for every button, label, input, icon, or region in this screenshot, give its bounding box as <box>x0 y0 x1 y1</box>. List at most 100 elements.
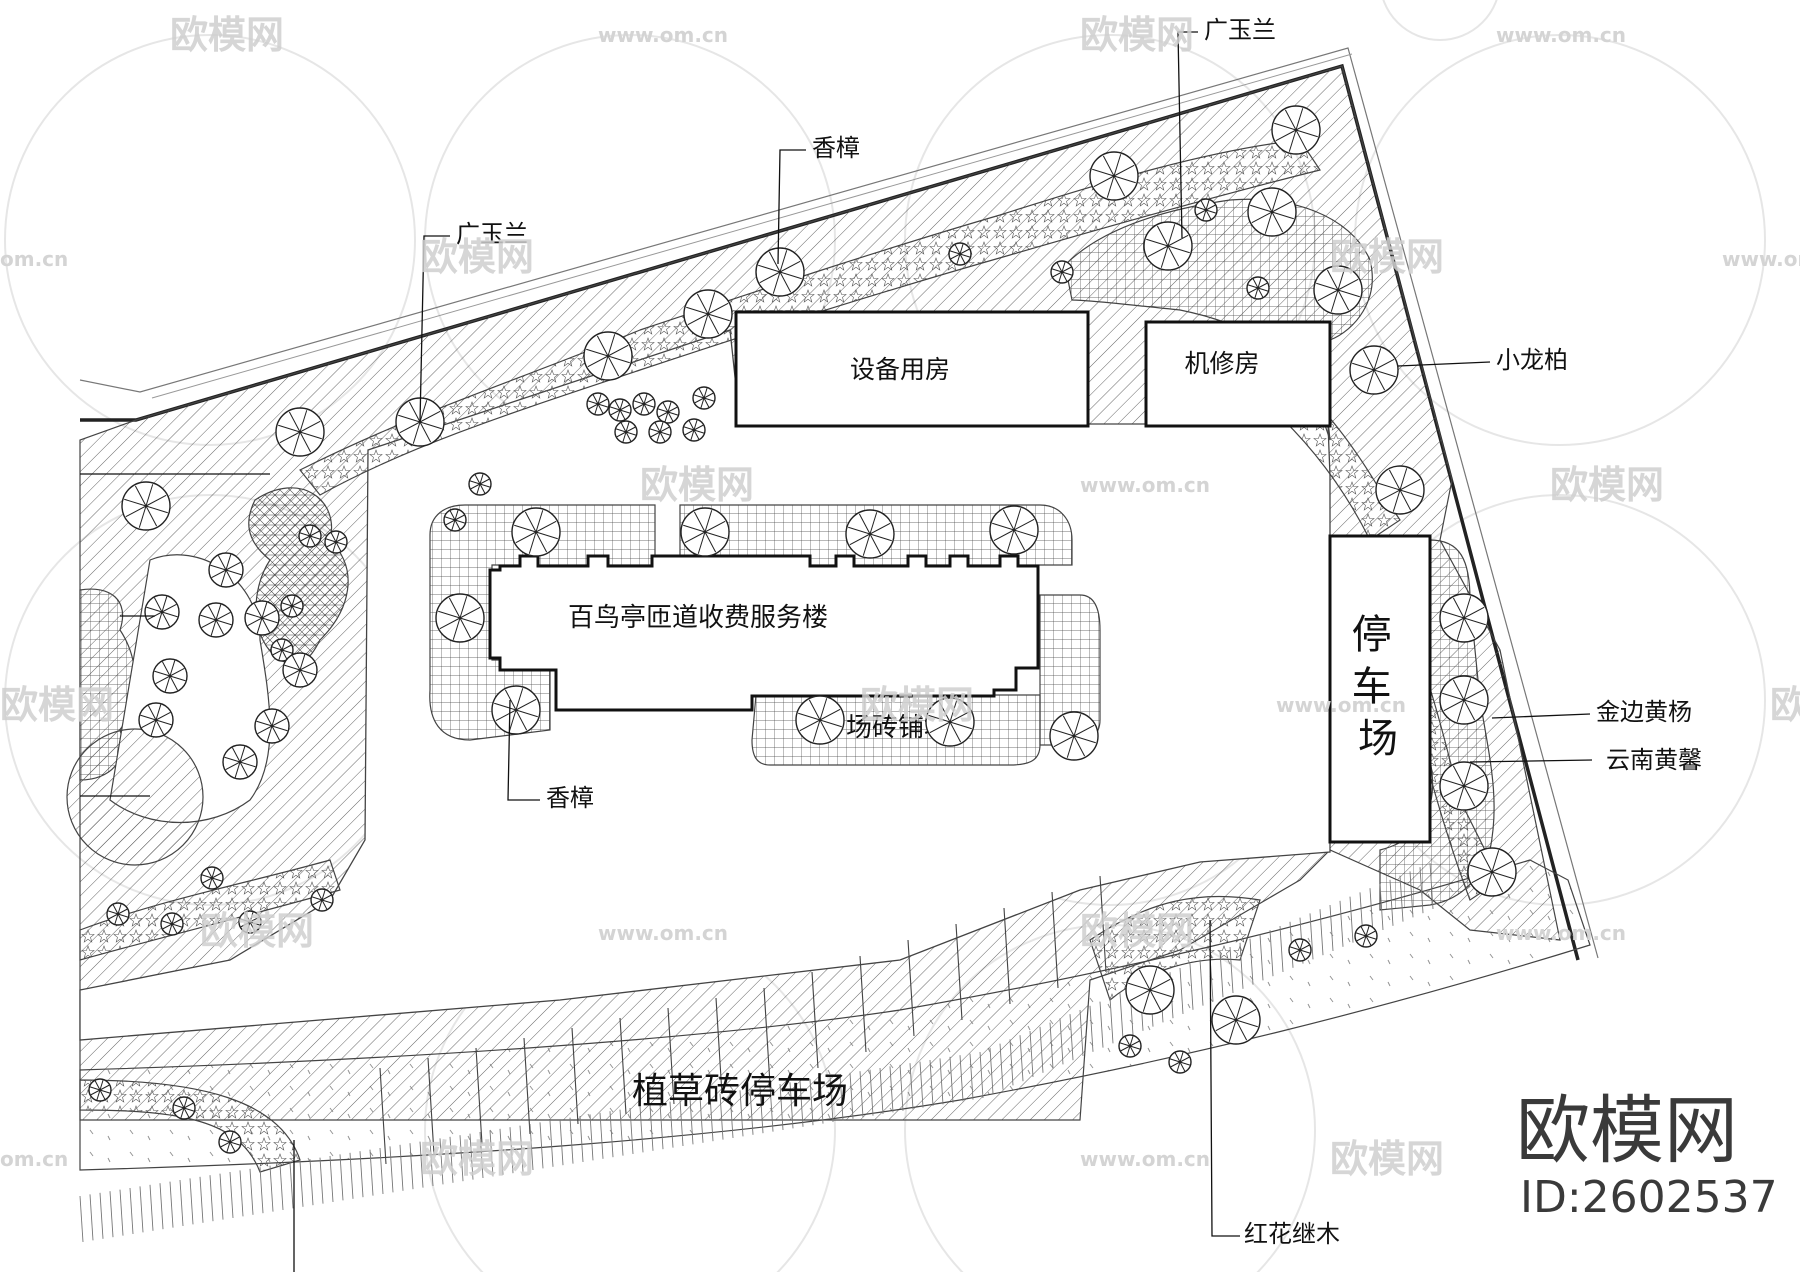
curb-tick <box>499 1128 504 1175</box>
tree-small <box>608 398 632 422</box>
curb-tick <box>619 1109 624 1156</box>
curb-tick <box>1109 997 1114 1044</box>
curb-tick <box>1429 862 1434 910</box>
watermark-sites: www.om.cn www.om.cn om.cn www.om.cn www.… <box>0 23 1800 1171</box>
tree-large <box>1247 187 1297 237</box>
curb-tick <box>719 1093 724 1140</box>
curb-tick <box>759 1087 764 1134</box>
tree-small <box>1288 938 1312 962</box>
curb-tick <box>1379 883 1384 931</box>
tree-small <box>648 420 672 444</box>
tree-small <box>656 400 680 424</box>
tree-small <box>682 418 706 442</box>
tree-symbols <box>88 105 1517 1154</box>
tree-garden <box>208 552 244 588</box>
tree-large <box>1125 965 1175 1015</box>
curb-tick <box>1349 896 1354 943</box>
curb-tick <box>409 1143 414 1190</box>
repair-room: 机修房 <box>1144 320 1332 428</box>
tree-garden <box>282 652 318 688</box>
curb-tick <box>1399 875 1404 922</box>
curb-tick <box>749 1088 754 1135</box>
tree-small <box>1246 276 1270 300</box>
tree-large <box>1049 711 1099 761</box>
tree-small <box>1050 260 1074 284</box>
tree-small <box>614 420 638 444</box>
parking-curb-ticks <box>79 862 1434 1243</box>
parking-stall-line <box>1099 875 1107 973</box>
watermark-brand: 欧模网 <box>860 683 974 727</box>
watermark-site: www.om.cn <box>1080 473 1210 497</box>
watermark-site: www.om.cn <box>598 921 728 945</box>
watermark-site-short: om.cn <box>0 1147 68 1171</box>
curb-tick <box>899 1064 904 1111</box>
tree-small <box>468 472 492 496</box>
tree-small <box>270 638 294 662</box>
curb-tick <box>819 1077 824 1124</box>
label-guangyulan-top: 广玉兰 <box>1204 16 1276 44</box>
curb-tick <box>329 1155 334 1203</box>
tree-garden <box>254 708 290 744</box>
curb-tick <box>1019 1035 1024 1082</box>
curb-tick <box>1009 1039 1014 1086</box>
curb-tick <box>119 1189 124 1236</box>
tree-small <box>310 888 334 912</box>
tree-small <box>1118 1034 1142 1058</box>
curb-tick <box>1329 904 1334 952</box>
tree-large <box>755 247 805 297</box>
tree-large <box>491 685 541 735</box>
tree-large <box>1211 995 1261 1045</box>
curb-tick <box>339 1154 344 1201</box>
watermark-brand: 欧模网 <box>1330 235 1444 279</box>
curb-tick <box>559 1119 564 1166</box>
curb-tick <box>529 1123 534 1171</box>
curb-tick <box>149 1184 154 1231</box>
tree-small <box>948 242 972 266</box>
tree-garden <box>152 658 188 694</box>
curb-tick <box>1279 925 1284 973</box>
curb-tick <box>539 1122 544 1169</box>
curb-tick <box>199 1176 204 1223</box>
curb-tick <box>389 1146 394 1193</box>
curb-tick <box>1239 942 1244 989</box>
tree-small <box>692 386 716 410</box>
label-honghuajimu: 红花继木 <box>1244 1220 1340 1248</box>
curb-tick <box>1179 967 1184 1015</box>
curb-tick <box>869 1069 874 1116</box>
curb-tick <box>799 1080 804 1127</box>
parking-stall-line <box>1003 907 1011 1005</box>
curb-tick <box>1309 913 1314 960</box>
curb-tick <box>679 1099 684 1147</box>
curb-tick <box>929 1059 934 1107</box>
tree-large <box>989 505 1039 555</box>
curb-tick <box>669 1101 674 1148</box>
watermark-site: www.om.cn <box>1722 247 1800 271</box>
service-building-label: 百鸟亭匝道收费服务楼 <box>568 603 828 633</box>
brand-corner: 欧模网 ID:2602537 <box>1516 1088 1778 1223</box>
curb-tick <box>479 1131 484 1179</box>
curb-tick <box>609 1111 614 1158</box>
watermark-brand: 欧模网 <box>640 463 754 507</box>
curb-tick <box>79 1195 84 1243</box>
tree-large <box>1313 265 1363 315</box>
curb-tick <box>229 1171 234 1219</box>
curb-tick <box>359 1151 364 1198</box>
curb-tick <box>489 1130 494 1177</box>
curb-tick <box>769 1085 774 1132</box>
curb-tick <box>1409 871 1414 918</box>
tree-large <box>121 481 171 531</box>
label-guangyulan-left: 广玉兰 <box>456 220 528 248</box>
curb-tick <box>1039 1026 1044 1073</box>
tree-small <box>280 594 304 618</box>
curb-tick <box>89 1194 94 1241</box>
curb-tick <box>1319 909 1324 956</box>
tree-large <box>511 507 561 557</box>
curb-tick <box>789 1082 794 1129</box>
curb-tick <box>689 1098 694 1145</box>
curb-tick <box>469 1133 474 1180</box>
curb-tick <box>269 1165 274 1212</box>
watermark-brand: 欧模网 <box>1770 683 1800 727</box>
curb-tick <box>979 1051 984 1099</box>
leader-lines <box>80 31 1593 1272</box>
tree-small <box>238 910 262 934</box>
